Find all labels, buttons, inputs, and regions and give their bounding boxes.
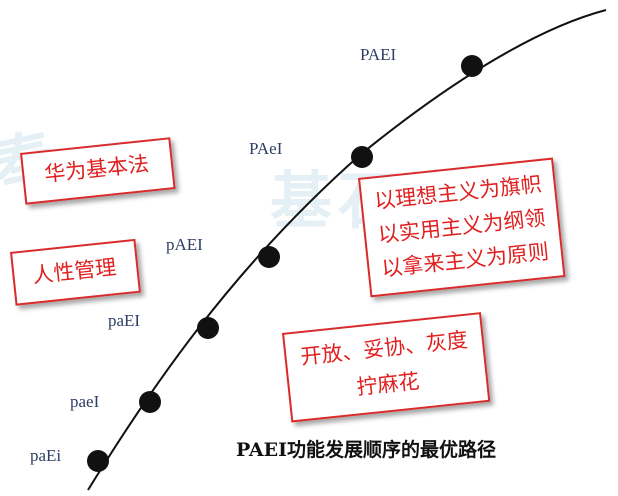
stage-label-paEI: paEI — [108, 311, 141, 330]
diagram-caption: PAEI功能发展顺序的最优路径 — [236, 439, 497, 461]
stage-dot-pAEI — [258, 246, 280, 268]
stage-label-paeI: paeI — [70, 392, 100, 411]
stage-label-PAeI: PAeI — [249, 139, 283, 158]
stage-dot-paEi — [87, 450, 109, 472]
stage-dot-paEI — [197, 317, 219, 339]
stage-dot-paeI — [139, 391, 161, 413]
stage-label-PAEI: PAEI — [360, 45, 397, 64]
stage-dot-PAeI — [351, 146, 373, 168]
stage-label-paEi: paEi — [30, 446, 62, 465]
stage-dot-PAEI — [461, 55, 483, 77]
box-principles: 以理想主义为旗帜 以实用主义为纲领 以拿来主义为原则 — [358, 157, 566, 298]
stage-label-pAEI: pAEI — [166, 235, 203, 254]
